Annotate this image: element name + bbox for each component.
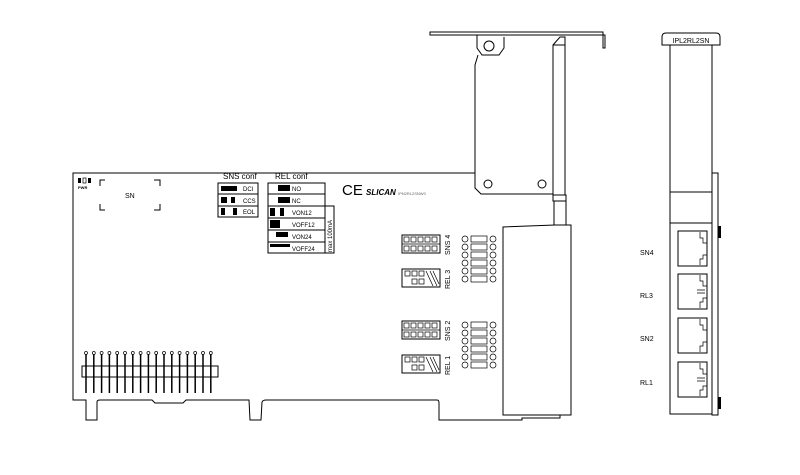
component-pad — [489, 243, 497, 251]
header-pin-tip — [99, 351, 104, 355]
component-pad — [489, 345, 497, 353]
header-pin-tip — [115, 351, 120, 355]
component-pad — [461, 259, 469, 267]
rel-max-current-note: max 100mA — [328, 220, 334, 252]
resistor — [470, 329, 488, 337]
rel-conf-title: REL conf — [275, 172, 308, 181]
header-pin-tip — [185, 351, 190, 355]
pwr-led-icon — [78, 177, 91, 184]
resistor — [470, 337, 488, 345]
model-code: IPN2RL2SNW0 — [398, 191, 427, 196]
header-pin-tip — [146, 351, 151, 355]
sns-conf-table — [217, 182, 259, 218]
jumper-block-rel1 — [401, 354, 441, 374]
rel-row-no: NO — [292, 187, 301, 193]
component-pad — [461, 243, 469, 251]
header-pin-tip — [193, 351, 198, 355]
pin-header — [81, 351, 219, 393]
resistor — [470, 353, 488, 361]
header-pin-tip — [162, 351, 166, 355]
rel-conf-table — [267, 182, 335, 254]
header-pin-tip — [123, 351, 127, 355]
jumper-block-rel3 — [401, 268, 441, 288]
component-pad — [461, 321, 469, 329]
component-pad — [489, 321, 497, 329]
resistor — [470, 259, 488, 267]
component-array-bottom — [461, 321, 497, 369]
resistor — [470, 361, 488, 369]
component-pad — [489, 275, 497, 283]
resistor — [470, 235, 488, 243]
jumper-label-rel3: REL 3 — [445, 270, 452, 289]
component-pad — [489, 337, 497, 345]
resistor — [470, 251, 488, 259]
resistor — [470, 321, 488, 329]
component-pad — [461, 251, 469, 259]
resistor — [470, 267, 488, 275]
rel-row-voff12: VOFF12 — [292, 223, 315, 229]
rel-row-von24: VON24 — [292, 235, 312, 241]
rel-row-von12: VON12 — [292, 211, 312, 217]
component-pad — [461, 329, 469, 337]
header-pin-tip — [177, 351, 182, 355]
component-pad — [489, 267, 497, 275]
board-outline — [72, 172, 571, 421]
component-pad — [489, 353, 497, 361]
sns-conf-title: SNS conf — [223, 172, 258, 181]
jumper-label-rel1: REL 1 — [445, 356, 452, 375]
header-pin-tip — [130, 351, 135, 355]
sns-row-dci: DCI — [243, 187, 254, 193]
sns-row-eol: EOL — [243, 210, 256, 216]
header-pin-tip — [208, 351, 213, 355]
component-pad — [489, 251, 497, 259]
port-label-rl3: RL3 — [640, 293, 653, 300]
resistor — [470, 275, 488, 283]
component-pad — [461, 337, 469, 345]
sn-label: SN — [125, 193, 135, 200]
header-pin-tip — [154, 351, 159, 355]
mounting-bracket — [429, 31, 606, 416]
component-pad — [461, 345, 469, 353]
header-pin-tip — [138, 351, 143, 355]
component-pad — [489, 329, 497, 337]
header-pin-tip — [169, 351, 174, 355]
pwr-label: PWR — [78, 185, 87, 190]
rel-row-voff24: VOFF24 — [292, 247, 315, 253]
component-pad — [461, 267, 469, 275]
resistor — [470, 243, 488, 251]
header-pin-tip — [201, 351, 205, 355]
brand-logo: SLICAN — [366, 188, 396, 197]
jumper-block-sns4 — [401, 234, 441, 254]
port-label-sn2: SN2 — [640, 336, 654, 343]
sns-row-ccs: CCS — [243, 199, 256, 205]
rel-row-nc: NC — [292, 199, 301, 205]
jumper-label-sns2: SNS 2 — [445, 321, 452, 341]
component-pad — [489, 235, 497, 243]
sn-area-marks — [99, 179, 161, 211]
header-pin-tip — [91, 351, 96, 355]
port-label-sn4: SN4 — [640, 250, 654, 257]
component-pad — [489, 259, 497, 267]
component-pad — [489, 361, 497, 369]
ce-mark: CE — [342, 182, 363, 199]
port-label-rl1: RL1 — [640, 380, 653, 387]
side-view — [661, 32, 721, 416]
jumper-block-sns2 — [401, 320, 441, 340]
side-view-title: IPL2RL2SN — [673, 38, 710, 45]
jumper-label-sns4: SNS 4 — [445, 235, 452, 255]
resistor — [470, 345, 488, 353]
component-pad — [461, 361, 469, 369]
component-pad — [461, 235, 469, 243]
component-pad — [461, 275, 469, 283]
header-pin-tip — [107, 351, 112, 355]
header-pin-tip — [84, 351, 88, 355]
component-pad — [461, 353, 469, 361]
component-array-top — [461, 235, 497, 283]
